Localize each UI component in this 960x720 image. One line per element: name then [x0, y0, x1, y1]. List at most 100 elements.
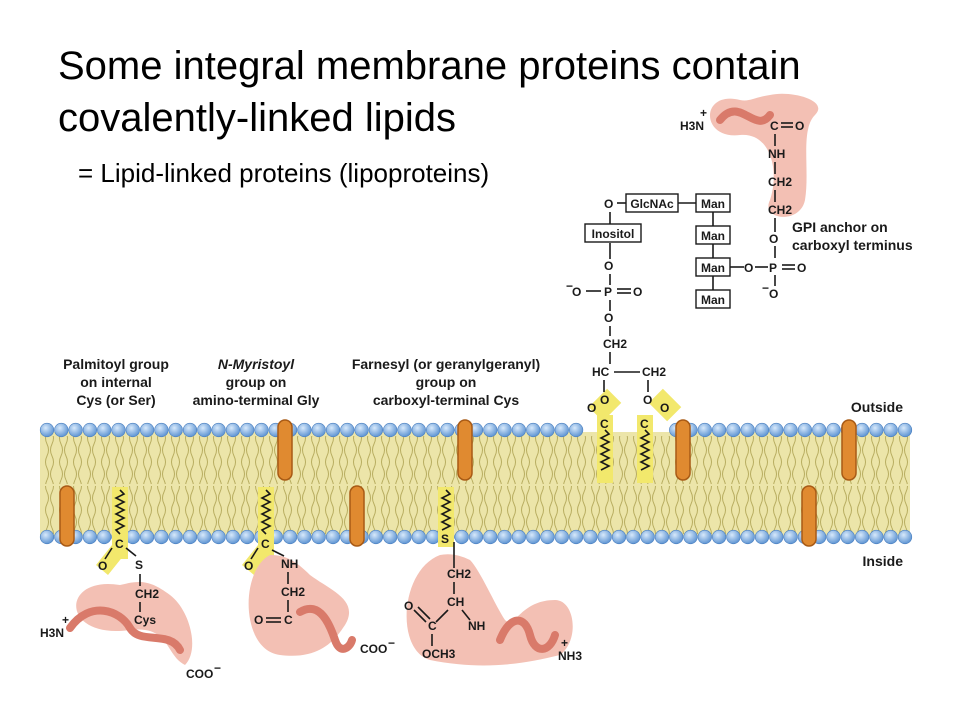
palmitoyl-highlight [112, 487, 128, 559]
oxygen-atom: O [572, 285, 581, 299]
lipid-head [211, 529, 226, 545]
lipid-head [383, 529, 398, 545]
lipid-head [97, 529, 112, 545]
lipid-head [511, 422, 527, 438]
bond [125, 547, 137, 557]
oxygen-atom: O [244, 559, 253, 573]
lipid-head [82, 529, 97, 545]
carbonyl-highlight [96, 545, 124, 575]
lipid-head [683, 529, 698, 545]
carbon-atom: C [284, 613, 293, 627]
lipid-head [82, 422, 97, 438]
lipid-head [168, 529, 183, 545]
carbon-atom: C [115, 537, 124, 551]
lipid-head [568, 529, 584, 545]
farnesyl-label-line: group on [416, 374, 477, 390]
inner-leaflet-tails [40, 486, 910, 534]
farnesyl-label-line: Farnesyl (or geranylgeranyl) [352, 356, 540, 372]
lipid-head [97, 422, 112, 438]
minus-charge: − [214, 661, 221, 675]
lipid-head [854, 529, 870, 545]
lipid-head [411, 422, 426, 438]
gpi-label-line: carboxyl terminus [792, 237, 913, 253]
protein-chain [66, 606, 184, 654]
methyl-ester: OCH3 [422, 647, 456, 661]
lipid-head [197, 422, 212, 438]
lipid-head [283, 529, 298, 545]
carbon-atom: C [770, 119, 779, 133]
lipid-head [740, 422, 755, 438]
lipid-head [754, 529, 770, 545]
farnesyl-label-line: carboxyl-terminal Cys [373, 392, 519, 408]
outer-leaflet-tails [40, 436, 910, 484]
lipid-head [697, 529, 712, 545]
farnesyl-anchor: S CH2 CH NH C O OCH3 NH3 + [404, 487, 582, 666]
ch2-group: CH2 [768, 175, 792, 189]
oxygen-atom: O [744, 261, 753, 275]
lipid-head [526, 422, 541, 438]
lipid-head [368, 422, 384, 438]
protein-blob [710, 93, 819, 217]
integral-protein [841, 419, 857, 481]
outer-head-groups [39, 422, 913, 438]
lipid-head [711, 529, 727, 545]
lipid-head [883, 529, 898, 545]
nh-group: NH [281, 557, 298, 571]
carbon-atom: C [640, 417, 649, 431]
lipid-head [654, 529, 670, 545]
ch2-group: CH2 [642, 365, 666, 379]
isoprenoid-chain [440, 489, 452, 531]
oxygen-atom: O [795, 119, 804, 133]
integral-protein [457, 419, 473, 481]
subtitle: = Lipid-linked proteins (lipoproteins) [78, 158, 490, 188]
oxygen-atom: O [660, 401, 669, 415]
myristoyl-anchor: C O NH CH2 C O COO − [242, 487, 395, 656]
oxygen-atom: O [587, 401, 596, 415]
acyl-chain [639, 429, 651, 471]
protein-blob [76, 582, 193, 665]
carbon-atom: C [261, 537, 270, 551]
lipid-head [340, 422, 355, 438]
lipid-head [140, 529, 155, 545]
minus-charge: − [762, 281, 769, 295]
myristoyl-highlight [258, 487, 274, 559]
gpi-anchor: C C O O O O HC CH2 CH2 O P O − O O Inosi… [566, 93, 819, 483]
lipid-head [897, 422, 913, 438]
phosphorus-atom: P [769, 261, 777, 275]
ch2-group: CH2 [603, 337, 627, 351]
myristoyl-label-line: N-Myristoyl [218, 356, 295, 372]
lipid-head [826, 422, 841, 438]
oxygen-atom: O [600, 393, 609, 407]
cys-residue: Cys [134, 613, 156, 627]
myristoyl-label: N-Myristoyl group on amino-terminal Gly [193, 356, 320, 408]
oxygen-atom: O [633, 285, 642, 299]
carbonyl-highlight [588, 388, 622, 422]
palmitoyl-label: Palmitoyl group on internal Cys (or Ser) [63, 356, 169, 408]
palmitoyl-label-line: on internal [80, 374, 152, 390]
lipid-head [140, 422, 155, 438]
ch2-group: CH2 [768, 203, 792, 217]
lipid-head [154, 422, 169, 438]
lipid-head [540, 529, 555, 545]
carboxyl-terminus: COO [360, 642, 387, 656]
inside-label: Inside [863, 553, 904, 569]
lipid-head [554, 422, 569, 438]
lipid-head [68, 422, 83, 438]
plus-charge: + [62, 613, 69, 627]
lipid-head [468, 529, 484, 545]
inner-head-groups [39, 529, 913, 545]
lipid-head [154, 529, 169, 545]
oxygen-atom: O [98, 559, 107, 573]
lipid-head [611, 529, 627, 545]
lipid-head [568, 422, 584, 438]
lipid-head [39, 422, 55, 438]
lipid-head [182, 422, 198, 438]
palmitoyl-anchor: C O S CH2 Cys H3N + COO − [40, 487, 221, 681]
protein-blob [248, 555, 350, 656]
lipid-head [540, 422, 555, 438]
gpi-label-line: GPI anchor on [792, 219, 888, 235]
lipid-head [354, 422, 369, 438]
lipid-head [297, 422, 312, 438]
